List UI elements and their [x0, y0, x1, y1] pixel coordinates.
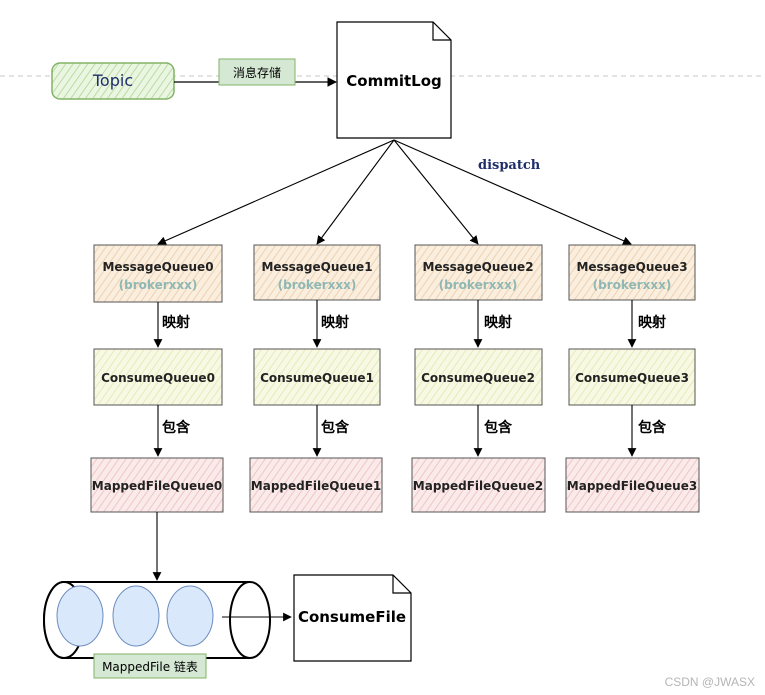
dispatch-arrow-0: [157, 139, 395, 245]
mappedfile-circle-2: [112, 585, 160, 647]
dispatch-arrow-2: [393, 139, 479, 245]
consumefile-label: ConsumeFile: [298, 608, 406, 626]
map-label: 映射: [484, 314, 512, 331]
contain-label: 包含: [638, 419, 667, 436]
map-label: 映射: [162, 314, 190, 331]
store-edge-text: 消息存储: [233, 65, 281, 80]
messagequeue-label: MessageQueue1: [261, 260, 372, 274]
messagequeue-box: [568, 244, 696, 301]
mappedfilequeue-box: [411, 457, 546, 513]
broker-label: (brokerxxx): [278, 278, 357, 292]
broker-label: (brokerxxx): [593, 278, 672, 292]
dispatch-label: dispatch: [478, 158, 541, 173]
mappedfilequeue-label: MappedFileQueue0: [92, 479, 222, 493]
consumefile-node: ConsumeFile: [293, 574, 412, 662]
store-edge-label: 消息存储: [218, 58, 296, 86]
messagequeue-label: MessageQueue0: [102, 260, 213, 274]
messagequeue-box: [414, 244, 543, 301]
messagequeue-label: MessageQueue3: [576, 260, 687, 274]
mappedfile-list-cylinder: [43, 581, 271, 659]
queue-column-0: MessageQueue0 (brokerxxx) 映射 ConsumeQueu…: [90, 244, 224, 513]
consumequeue-label: ConsumeQueue1: [260, 371, 374, 385]
consumequeue-box: [93, 348, 223, 406]
mappedfile-circle-3: [166, 585, 214, 647]
contain-label: 包含: [484, 419, 513, 436]
mappedfilequeue-box: [90, 457, 224, 513]
mappedfilequeue-label: MappedFileQueue1: [251, 479, 381, 493]
dispatch-arrow-1: [316, 139, 395, 245]
topic-node: Topic: [51, 62, 175, 100]
commitlog-label: CommitLog: [346, 72, 442, 90]
map-label: 映射: [321, 314, 349, 331]
broker-label: (brokerxxx): [439, 278, 518, 292]
mappedfile-circle-1: [56, 585, 104, 647]
mappedfilequeue-box: [249, 457, 383, 513]
dispatch-arrow-3: [393, 139, 632, 245]
mappedfile-list-text: MappedFile 链表: [102, 659, 198, 674]
commitlog-node: CommitLog: [336, 21, 452, 139]
consumequeue-label: ConsumeQueue3: [575, 371, 689, 385]
dispatch-arrows: [157, 139, 632, 245]
messagequeue-box: [93, 244, 223, 303]
consumequeue-box: [568, 348, 696, 406]
messagequeue-box: [253, 244, 381, 301]
consumequeue-box: [414, 348, 543, 406]
consumequeue-label: ConsumeQueue2: [421, 371, 535, 385]
mappedfilequeue-label: MappedFileQueue3: [567, 479, 697, 493]
contain-label: 包含: [162, 419, 191, 436]
broker-label: (brokerxxx): [119, 278, 198, 292]
queue-column-1: MessageQueue1 (brokerxxx) 映射 ConsumeQueu…: [249, 244, 383, 513]
consumequeue-label: ConsumeQueue0: [101, 371, 215, 385]
mappedfile-list-label: MappedFile 链表: [93, 653, 207, 679]
messagequeue-label: MessageQueue2: [422, 260, 533, 274]
mappedfilequeue-label: MappedFileQueue2: [413, 479, 543, 493]
queue-column-3: MessageQueue3 (brokerxxx) 映射 ConsumeQueu…: [565, 244, 700, 513]
watermark: CSDN @JWASX: [664, 675, 755, 689]
queue-column-2: MessageQueue2 (brokerxxx) 映射 ConsumeQueu…: [411, 244, 546, 513]
mappedfilequeue-box: [565, 457, 700, 513]
contain-label: 包含: [321, 419, 350, 436]
topic-label: Topic: [92, 71, 133, 90]
map-label: 映射: [638, 314, 666, 331]
